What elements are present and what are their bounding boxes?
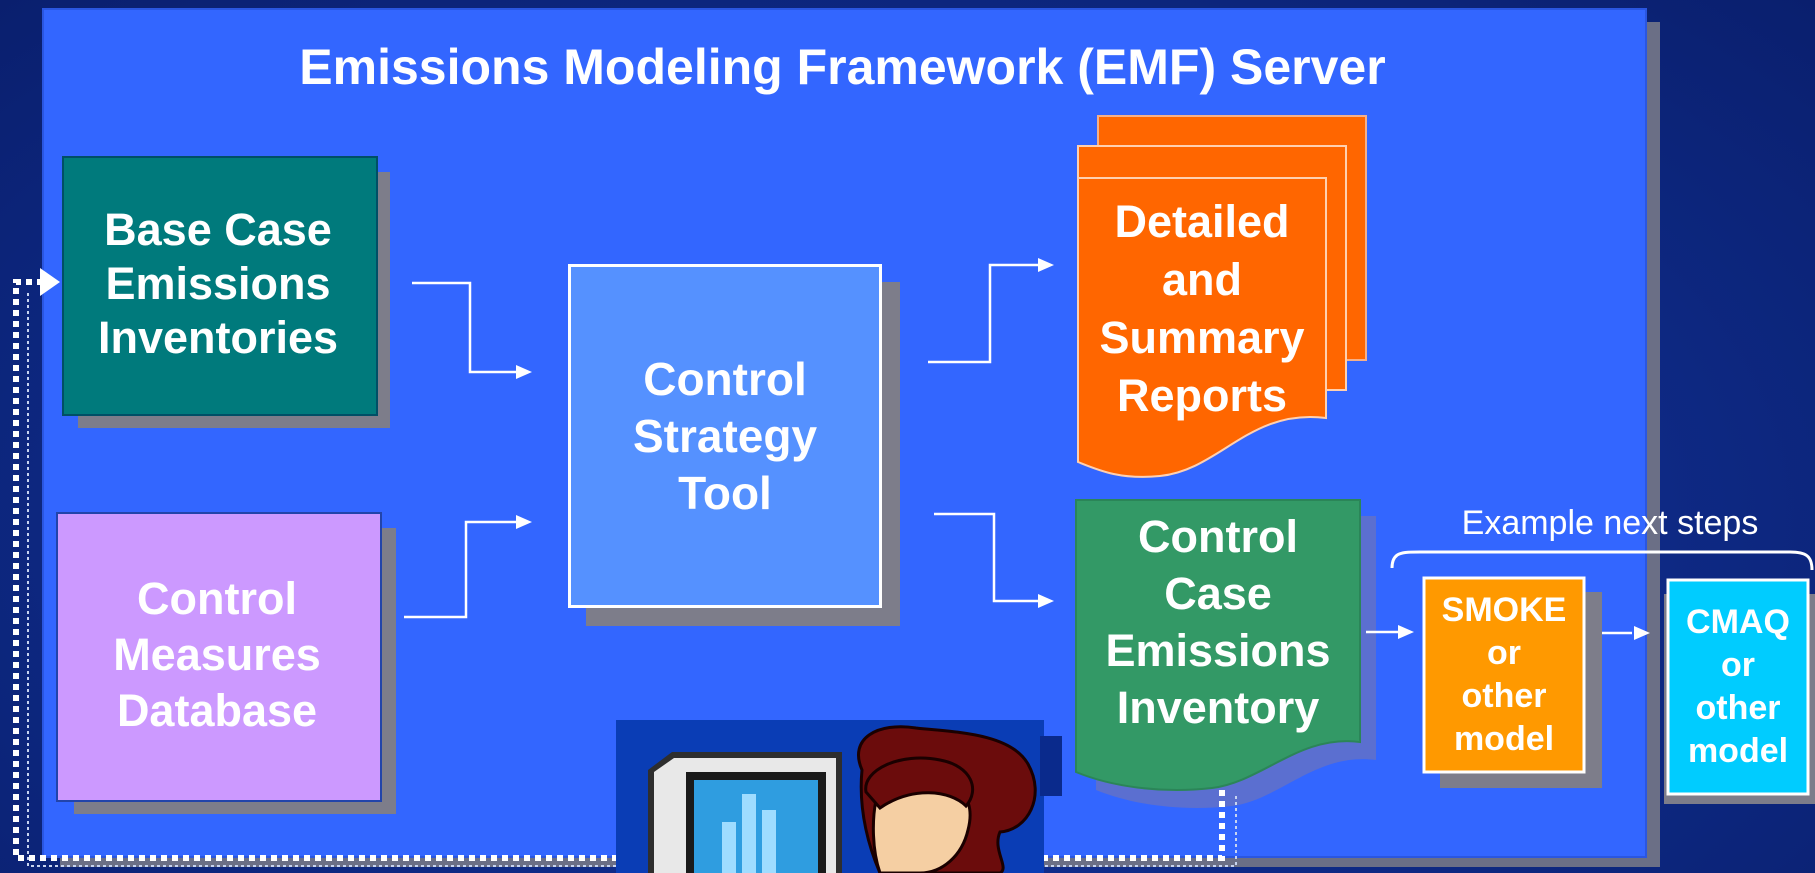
- strategy-tool-box[interactable]: [568, 264, 882, 608]
- page-title: Emissions Modeling Framework (EMF) Serve…: [299, 39, 1386, 95]
- loop-arrowhead: [40, 268, 60, 296]
- reports-label: Detailed and Summary Reports: [1099, 196, 1305, 421]
- arrowheads: [516, 258, 1650, 640]
- base-case-box[interactable]: [62, 156, 378, 416]
- connector-tool-to-control-case: [934, 512, 1040, 603]
- control-case-document: [1075, 499, 1361, 791]
- computer-monitor-icon: [648, 752, 842, 873]
- control-case-label: Control Case Emissions Inventory: [1105, 511, 1331, 733]
- feedback-loop-dotted: [13, 279, 1225, 861]
- connector-measures-to-tool: [404, 520, 518, 619]
- reports-document-stack[interactable]: [1077, 115, 1367, 478]
- user-person-icon: [857, 725, 1037, 873]
- connector-tool-to-reports: [928, 263, 1040, 364]
- cmaq-box: [1666, 578, 1810, 796]
- base-case-label: Base Case Emissions Inventories: [97, 204, 339, 363]
- smoke-label: SMOKE or other model: [1441, 591, 1567, 758]
- user-at-computer-clipart: [616, 720, 1062, 873]
- control-measures-box[interactable]: [56, 512, 382, 802]
- next-steps-bracket: [1390, 550, 1814, 571]
- control-measures-label: Control Measures Database: [113, 573, 321, 736]
- cmaq-label: CMAQ or other model: [1686, 603, 1790, 770]
- smoke-box: [1422, 576, 1586, 774]
- connectors: [404, 263, 1632, 635]
- strategy-tool-label: Control Strategy Tool: [632, 352, 818, 519]
- connector-base-to-tool: [412, 281, 518, 374]
- next-steps-label: Example next steps: [1461, 504, 1759, 542]
